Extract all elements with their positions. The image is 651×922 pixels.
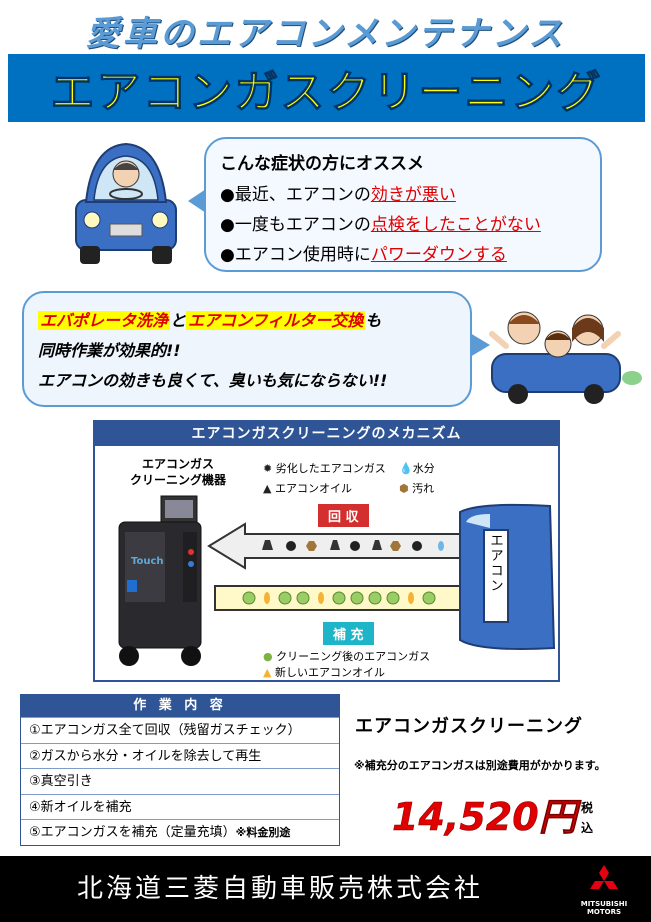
machine-brand-text: Touch bbox=[131, 556, 164, 567]
mechanism-panel: エアコンガスクリーニングのメカニズム エアコンガス クリーニング機器 ✹ 劣化し… bbox=[93, 420, 560, 682]
legend-oil: ▲ エアコンオイル bbox=[263, 482, 352, 495]
flow-arrows bbox=[207, 522, 499, 616]
bubble-tail bbox=[470, 333, 490, 357]
recovery-particles bbox=[262, 540, 444, 551]
promo-line-3: エアコンの効きも良くて、臭いも気にならない!! bbox=[38, 371, 388, 390]
mechanism-title: エアコンガスクリーニングのメカニズム bbox=[95, 422, 558, 446]
legend-clean-gas: ● クリーニング後のエアコンガス bbox=[263, 650, 431, 663]
service-name: エアコンガスクリーニング bbox=[355, 716, 583, 737]
work-item: ④新オイルを補充 bbox=[21, 793, 339, 820]
maker-logo: MITSUBISHI MOTORS bbox=[569, 864, 639, 916]
recommend-item: ●最近、エアコンの効きが悪い bbox=[220, 185, 456, 205]
refill-particles bbox=[242, 591, 436, 605]
maker-name-2: MOTORS bbox=[586, 908, 622, 916]
legend-water: 💧水分 bbox=[399, 462, 435, 475]
recommend-bubble: こんな症状の方にオススメ ●最近、エアコンの効きが悪い ●一度もエアコンの点検を… bbox=[188, 137, 602, 272]
mitsubishi-logo-icon bbox=[590, 865, 618, 889]
recommend-heading: こんな症状の方にオススメ bbox=[220, 154, 424, 174]
work-item: ③真空引き bbox=[21, 768, 339, 794]
extra-fee-note: ※補充分のエアコンガスは別途費用がかかります。 bbox=[354, 759, 606, 772]
cleaning-machine-illustration: Touch bbox=[118, 495, 202, 666]
company-name: 北海道三菱自動車販売株式会社 bbox=[76, 874, 483, 904]
bubble-tail bbox=[188, 189, 206, 213]
promo-line-2: 同時作業が効果的!! bbox=[38, 341, 181, 360]
page-title: エアコンガスクリーニング bbox=[50, 67, 603, 119]
page-subtitle: 愛車のエアコンメンテナンス bbox=[85, 14, 566, 54]
legend-dirt: ⬢ 汚れ bbox=[399, 482, 435, 495]
recommend-item: ●一度もエアコンの点検をしたことがない bbox=[220, 215, 541, 235]
car-driver-illustration bbox=[75, 142, 177, 264]
aircon-label: エアコン bbox=[490, 534, 504, 594]
recovery-tag: 回 収 bbox=[318, 504, 369, 527]
maker-name-1: MITSUBISHI bbox=[580, 900, 628, 908]
title-banner: エアコンガスクリーニング bbox=[8, 54, 645, 122]
promo-bubble: エバポレータ洗浄とエアコンフィルター交換も 同時作業が効果的!! エアコンの効き… bbox=[22, 291, 490, 407]
tax-label: 税込 bbox=[580, 801, 593, 835]
recommend-item: ●エアコン使用時にパワーダウンする bbox=[220, 245, 507, 265]
machine-label: エアコンガス クリーニング機器 bbox=[129, 457, 226, 487]
promo-line-1: エバポレータ洗浄とエアコンフィルター交換も bbox=[38, 311, 382, 330]
legend-degraded-gas: ✹ 劣化したエアコンガス bbox=[263, 462, 386, 475]
car-front-illustration bbox=[459, 503, 556, 650]
family-car-illustration bbox=[489, 311, 642, 404]
refill-tag: 補 充 bbox=[323, 622, 374, 645]
work-list-title: 作 業 内 容 bbox=[21, 695, 339, 717]
legend-new-oil: ▲ 新しいエアコンオイル bbox=[263, 666, 385, 679]
price: 14,520円 bbox=[392, 795, 577, 840]
work-list: 作 業 内 容 ①エアコンガス全て回収（残留ガスチェック） ②ガスから水分・オイ… bbox=[20, 694, 340, 846]
footer: 北海道三菱自動車販売株式会社 MITSUBISHI MOTORS bbox=[0, 856, 651, 922]
work-item: ②ガスから水分・オイルを除去して再生 bbox=[21, 742, 339, 769]
work-item: ①エアコンガス全て回収（残留ガスチェック） bbox=[21, 717, 339, 743]
work-item: ⑤エアコンガスを補充（定量充填）※料金別途 bbox=[21, 819, 339, 845]
